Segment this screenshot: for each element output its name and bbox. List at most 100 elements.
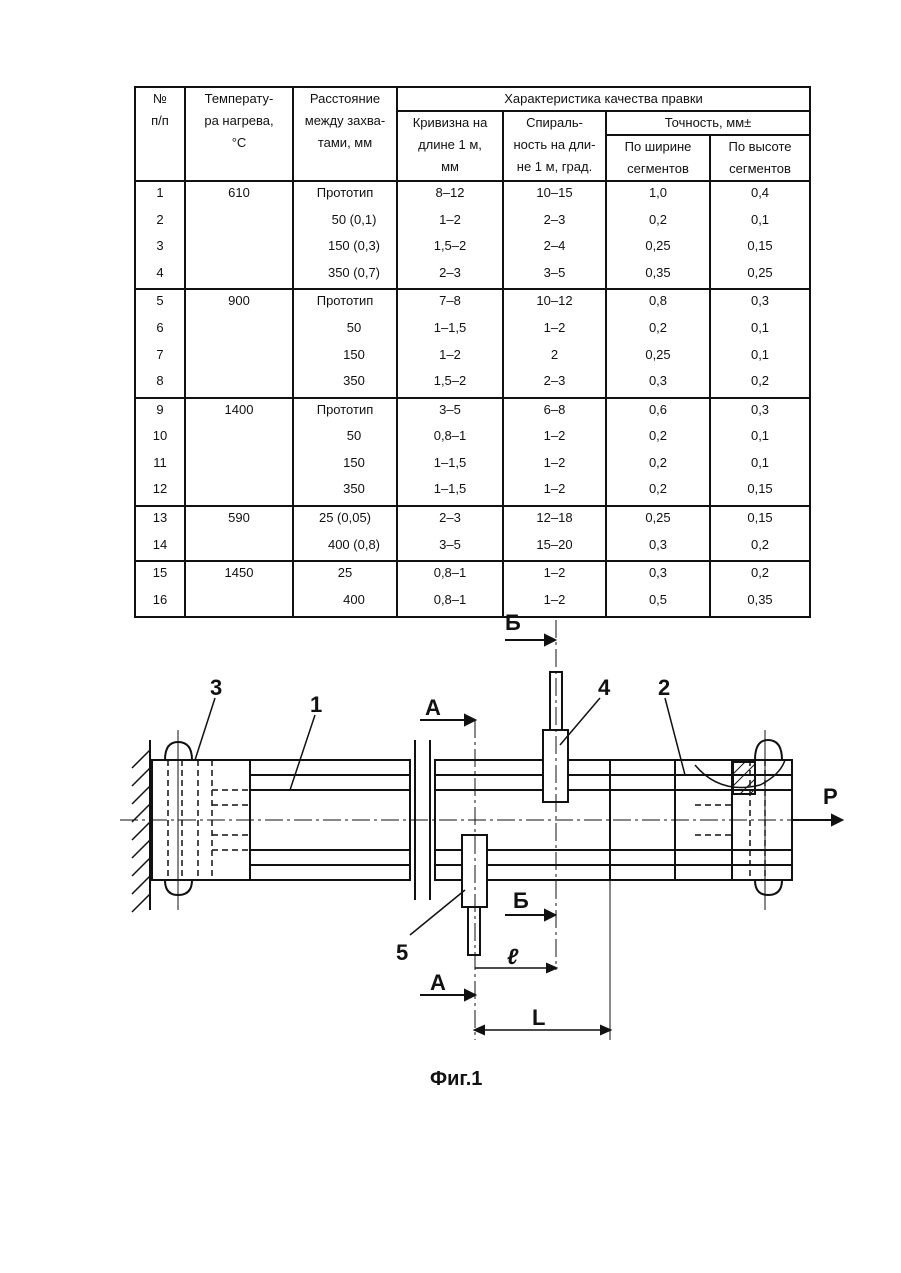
cell-width-accuracy: 0,25 — [606, 235, 710, 261]
header-height: По высотесегментов — [710, 135, 810, 181]
cell-num: 1 — [135, 181, 185, 209]
cell-spiral: 1–2 — [503, 425, 606, 451]
table-row: 91400Прототип3–56–80,60,3 — [135, 398, 810, 426]
cell-width-accuracy: 0,6 — [606, 398, 710, 426]
cell-distance: 400 (0,8) — [293, 534, 397, 562]
cell-spiral: 3–5 — [503, 262, 606, 290]
label-3: 3 — [210, 675, 222, 700]
cell-curvature: 7–8 — [397, 289, 503, 317]
cell-width-accuracy: 0,8 — [606, 289, 710, 317]
table-row: 10500,8–11–20,20,1 — [135, 425, 810, 451]
cell-curvature: 1–2 — [397, 344, 503, 370]
cell-height-accuracy: 0,1 — [710, 425, 810, 451]
cell-height-accuracy: 0,3 — [710, 398, 810, 426]
cell-width-accuracy: 0,2 — [606, 452, 710, 478]
cell-height-accuracy: 0,4 — [710, 181, 810, 209]
table-row: 250 (0,1)1–22–30,20,1 — [135, 209, 810, 235]
cell-temperature: 900 — [185, 289, 293, 317]
cell-num: 5 — [135, 289, 185, 317]
header-accuracy: Точность, мм± — [606, 111, 810, 135]
cell-spiral: 2–3 — [503, 370, 606, 398]
table-row: 151450250,8–11–20,30,2 — [135, 561, 810, 589]
cell-distance: Прототип — [293, 398, 397, 426]
cell-num: 6 — [135, 317, 185, 343]
cell-num: 3 — [135, 235, 185, 261]
cell-distance: 150 — [293, 344, 397, 370]
section-b-bottom: Б — [513, 888, 529, 913]
table-row: 4350 (0,7)2–33–50,350,25 — [135, 262, 810, 290]
table-row: 123501–1,51–20,20,15 — [135, 478, 810, 506]
cell-width-accuracy: 0,2 — [606, 317, 710, 343]
figure-caption: Фиг.1 — [430, 1068, 482, 1090]
cell-num: 11 — [135, 452, 185, 478]
cell-distance: 50 — [293, 317, 397, 343]
cell-distance: 50 (0,1) — [293, 209, 397, 235]
cell-num: 15 — [135, 561, 185, 589]
section-b-top: Б — [505, 610, 521, 635]
cell-distance: 25 (0,05) — [293, 506, 397, 534]
table-row: 83501,5–22–30,30,2 — [135, 370, 810, 398]
cell-num: 9 — [135, 398, 185, 426]
cell-curvature: 2–3 — [397, 262, 503, 290]
table-row: 1610Прототип8–1210–151,00,4 — [135, 181, 810, 209]
cell-spiral: 1–2 — [503, 452, 606, 478]
cell-spiral: 2 — [503, 344, 606, 370]
header-temperature: Температу-ра нагрева,°С — [185, 87, 293, 181]
cell-curvature: 1–1,5 — [397, 452, 503, 478]
cell-temperature — [185, 209, 293, 235]
section-a-bottom: А — [430, 970, 446, 995]
cell-width-accuracy: 0,2 — [606, 425, 710, 451]
label-1: 1 — [310, 692, 322, 717]
table-row: 6501–1,51–20,20,1 — [135, 317, 810, 343]
cell-temperature: 610 — [185, 181, 293, 209]
cell-distance: Прототип — [293, 181, 397, 209]
cell-temperature — [185, 262, 293, 290]
header-spiral: Спираль-ность на дли-не 1 м, град. — [503, 111, 606, 181]
cell-distance: 150 (0,3) — [293, 235, 397, 261]
cell-curvature: 1–1,5 — [397, 317, 503, 343]
cell-curvature: 0,8–1 — [397, 561, 503, 589]
cell-width-accuracy: 0,25 — [606, 506, 710, 534]
header-distance: Расстояниемежду захва-тами, мм — [293, 87, 397, 181]
cutaway-line — [695, 760, 785, 788]
cell-distance: 350 — [293, 478, 397, 506]
cell-num: 10 — [135, 425, 185, 451]
cell-temperature — [185, 425, 293, 451]
cell-temperature — [185, 235, 293, 261]
cell-height-accuracy: 0,2 — [710, 370, 810, 398]
header-num: №п/п — [135, 87, 185, 181]
cell-height-accuracy: 0,15 — [710, 506, 810, 534]
cell-num: 14 — [135, 534, 185, 562]
rod-5-shaft — [468, 907, 480, 955]
header-row-1: №п/пТемперату-ра нагрева,°СРасстояниемеж… — [135, 87, 810, 111]
cell-temperature — [185, 452, 293, 478]
cell-temperature — [185, 534, 293, 562]
cell-temperature — [185, 317, 293, 343]
data-table-wrapper: №п/пТемперату-ра нагрева,°СРасстояниемеж… — [134, 86, 809, 572]
cell-curvature: 3–5 — [397, 398, 503, 426]
cell-width-accuracy: 0,3 — [606, 561, 710, 589]
clamp-2-bolt-top — [755, 740, 782, 760]
cell-spiral: 2–4 — [503, 235, 606, 261]
cell-num: 2 — [135, 209, 185, 235]
wall-hatching — [132, 750, 150, 912]
cell-curvature: 8–12 — [397, 181, 503, 209]
straightening-device-drawing: 3 1 4 2 5 А А Б Б P ℓ L Фиг.1 — [120, 590, 860, 1100]
cell-width-accuracy: 0,2 — [606, 478, 710, 506]
cell-curvature: 1–2 — [397, 209, 503, 235]
cell-width-accuracy: 0,35 — [606, 262, 710, 290]
cell-height-accuracy: 0,3 — [710, 289, 810, 317]
cell-distance: 350 (0,7) — [293, 262, 397, 290]
header-quality: Характеристика качества правки — [397, 87, 810, 111]
cell-height-accuracy: 0,2 — [710, 561, 810, 589]
cell-height-accuracy: 0,2 — [710, 534, 810, 562]
cell-spiral: 1–2 — [503, 561, 606, 589]
cell-temperature: 1400 — [185, 398, 293, 426]
cell-curvature: 2–3 — [397, 506, 503, 534]
cell-curvature: 1,5–2 — [397, 235, 503, 261]
clamp-2-bolt-bottom — [755, 880, 782, 895]
cell-spiral: 15–20 — [503, 534, 606, 562]
cell-spiral: 2–3 — [503, 209, 606, 235]
cell-height-accuracy: 0,15 — [710, 235, 810, 261]
cell-height-accuracy: 0,1 — [710, 317, 810, 343]
